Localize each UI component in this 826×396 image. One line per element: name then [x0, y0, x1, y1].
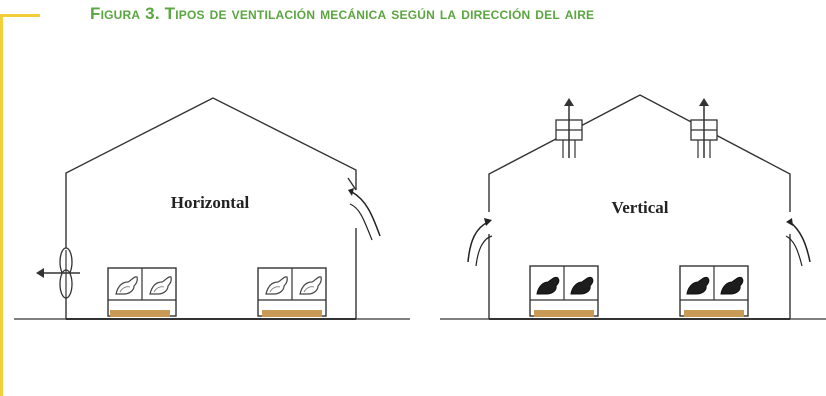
- chimney-fan-icon: [690, 98, 718, 158]
- label-horizontal: Horizontal: [171, 193, 250, 212]
- fan-icon: [36, 247, 80, 299]
- frame-top-border: [0, 14, 40, 17]
- house-horizontal: Horizontal: [14, 97, 410, 320]
- animal-pen: [529, 265, 599, 317]
- house-outline: [65, 97, 357, 319]
- air-arrow-icon: [347, 177, 381, 241]
- chimney-fan-icon: [555, 98, 583, 158]
- bedding: [110, 310, 170, 317]
- bedding: [534, 310, 594, 317]
- animal-pen: [257, 267, 327, 317]
- animal-pen: [679, 265, 749, 317]
- house-outline: [488, 94, 791, 212]
- animal-pen: [107, 267, 177, 317]
- air-arrow-icon: [467, 218, 493, 267]
- figure-title: Figura 3. Tipos de ventilación mecánica …: [90, 4, 595, 23]
- label-vertical: Vertical: [612, 198, 669, 217]
- bedding: [684, 310, 744, 317]
- air-arrow-icon: [785, 218, 811, 267]
- frame-left-border: [0, 14, 3, 396]
- bedding: [262, 310, 322, 317]
- house-vertical: Vertical: [440, 94, 826, 320]
